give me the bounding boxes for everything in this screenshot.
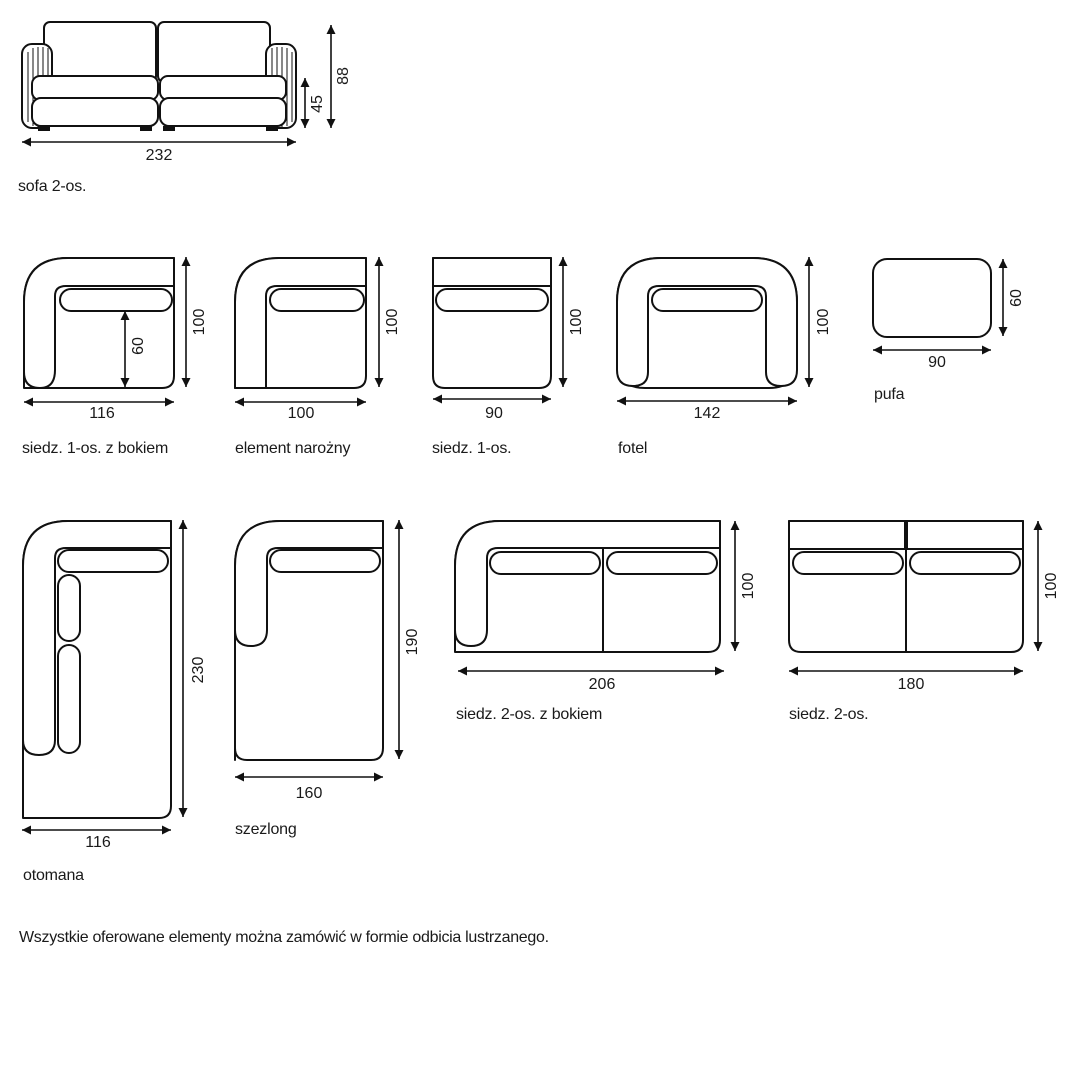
armchair-drawing bbox=[616, 257, 798, 389]
ottoman-drawing bbox=[22, 520, 172, 819]
chaise-caption: szezlong bbox=[235, 821, 297, 838]
single-caption: siedz. 1-os. bbox=[432, 440, 511, 457]
double-width-label: 180 bbox=[898, 676, 925, 693]
sofa-height-label: 88 bbox=[335, 67, 352, 85]
armchair-width-label: 142 bbox=[694, 405, 721, 422]
ottoman-width-label: 116 bbox=[85, 834, 111, 851]
sofa-width-label: 232 bbox=[146, 147, 173, 164]
pouf-depth-label: 60 bbox=[1008, 289, 1025, 307]
pouf-width-label: 90 bbox=[928, 354, 946, 371]
footnote: Wszystkie oferowane elementy można zamów… bbox=[19, 929, 549, 946]
pouf-caption: pufa bbox=[874, 386, 905, 403]
corner-width-label: 100 bbox=[288, 405, 315, 422]
single-with-arm-caption: siedz. 1-os. z bokiem bbox=[22, 440, 168, 457]
double-caption: siedz. 2-os. bbox=[789, 706, 868, 723]
ottoman-depth-label: 230 bbox=[190, 657, 207, 684]
ottoman-caption: otomana bbox=[23, 867, 84, 884]
single-with-arm-width-label: 116 bbox=[89, 405, 115, 422]
double-with-arm-depth-label: 100 bbox=[740, 573, 757, 600]
double-with-arm-drawing bbox=[454, 520, 721, 653]
single-with-arm-seat-label: 60 bbox=[130, 337, 147, 355]
single-depth-label: 100 bbox=[568, 309, 585, 336]
chaise-depth-label: 190 bbox=[404, 629, 421, 656]
sofa-front-drawing bbox=[21, 21, 297, 131]
single-with-arm-depth-label: 100 bbox=[191, 309, 208, 336]
single-with-arm-drawing bbox=[23, 257, 175, 389]
corner-depth-label: 100 bbox=[384, 309, 401, 336]
double-with-arm-width-label: 206 bbox=[589, 676, 616, 693]
armchair-caption: fotel bbox=[618, 440, 647, 457]
double-drawing bbox=[788, 520, 1024, 653]
single-drawing bbox=[432, 257, 552, 389]
double-depth-label: 100 bbox=[1043, 573, 1060, 600]
sofa-caption: sofa 2-os. bbox=[18, 178, 86, 195]
pouf-drawing bbox=[872, 258, 992, 338]
corner-drawing bbox=[234, 257, 367, 389]
sofa-seat-height-label: 45 bbox=[309, 95, 326, 113]
double-with-arm-caption: siedz. 2-os. z bokiem bbox=[456, 706, 602, 723]
armchair-depth-label: 100 bbox=[815, 309, 832, 336]
chaise-drawing bbox=[234, 520, 384, 761]
corner-caption: element narożny bbox=[235, 440, 350, 457]
chaise-width-label: 160 bbox=[296, 785, 323, 802]
single-width-label: 90 bbox=[485, 405, 503, 422]
